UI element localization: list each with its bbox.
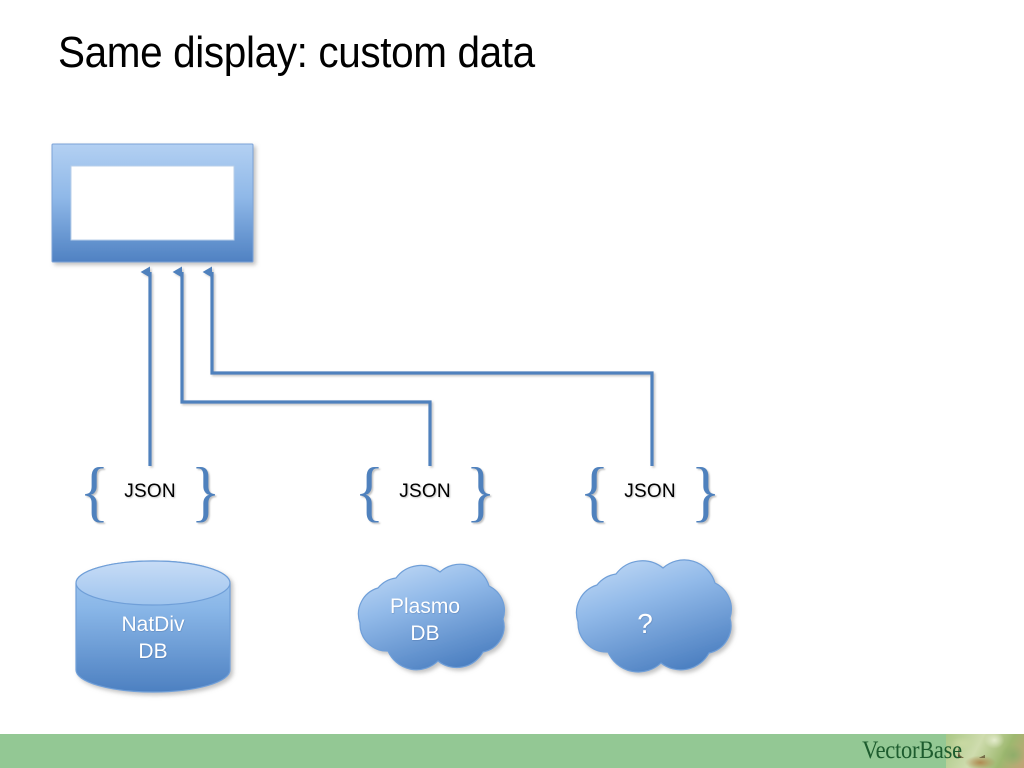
open-brace-icon: { [79, 455, 110, 529]
vectorbase-photo-icon [946, 734, 1024, 768]
json-node-plasmo[interactable]: { JSON } [355, 459, 496, 526]
json-node-unknown[interactable]: { JSON } [580, 459, 721, 526]
connector-plasmo [172, 266, 432, 466]
json-label: JSON [399, 481, 451, 502]
footer-logo-text: VectorBase [862, 737, 962, 764]
close-brace-icon: } [465, 455, 496, 529]
footer-band [0, 734, 1024, 768]
close-brace-icon: } [690, 455, 721, 529]
close-brace-icon: } [190, 455, 221, 529]
source-natdiv-db[interactable] [75, 560, 231, 693]
source-unknown-db[interactable] [575, 559, 732, 673]
connector-unknown [202, 266, 654, 466]
display-frame[interactable] [51, 143, 254, 263]
footer-logo[interactable]: VectorBase [849, 734, 1024, 768]
json-label: JSON [124, 481, 176, 502]
source-plasmo-db[interactable] [357, 563, 505, 671]
display-screen[interactable] [70, 165, 235, 241]
page-title: Same display: custom data [58, 28, 535, 77]
json-label: JSON [624, 481, 676, 502]
json-node-natdiv[interactable]: { JSON } [80, 459, 221, 526]
open-brace-icon: { [579, 455, 610, 529]
open-brace-icon: { [354, 455, 385, 529]
